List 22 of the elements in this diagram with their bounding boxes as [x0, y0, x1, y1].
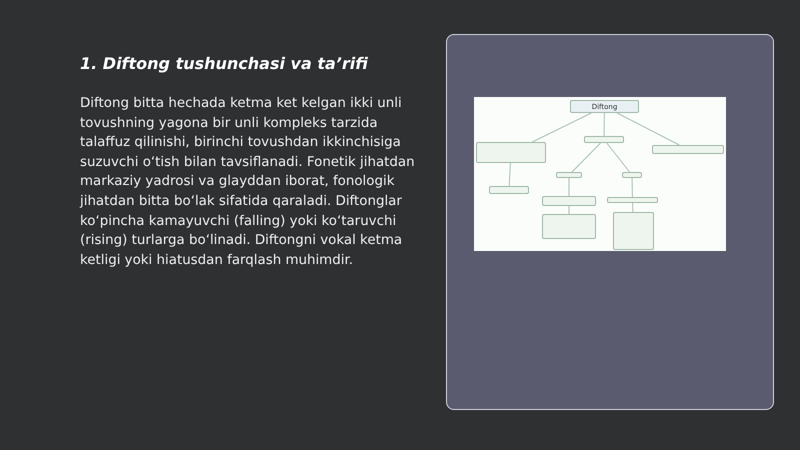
connector-line: [616, 112, 680, 146]
blurred-box: [476, 142, 546, 163]
blurred-box: [652, 145, 724, 154]
body-paragraph: Diftong bitta hechada ketma ket kelgan ikki unli tovushning yagona bir unli kompleks tarzida talaffuz qilinishi, birinchi tovushdan ikkinchisiga suzuvchi o‘tish bilan tavsiflanadi. Fonetik jihatdan markaziy yadrosi va glayddan iborat, fonologik jihatdan bitta bo‘lak sifatida qaraladi. Diftonglar ko‘pincha kamayuvchi (falling) yoki ko‘taruvchi (rising) turlarga bo‘linadi. Diftongni vokal ketma ketligi yoki hiatusdan farqlash muhimdir.: [80, 95, 416, 270]
connector-line: [508, 162, 511, 186]
blurred-box: [607, 197, 658, 203]
connector-line: [606, 142, 630, 172]
connector-line: [632, 202, 634, 212]
connector-line: [571, 142, 602, 172]
slide-title: 1. Diftong tushunchasi va ta’rifi: [80, 54, 368, 73]
blurred-box: [542, 196, 596, 206]
blurred-box: [584, 136, 624, 143]
blurred-box: [556, 172, 582, 178]
connector-line: [632, 178, 633, 198]
blurred-box: [622, 172, 642, 178]
blurred-box: [489, 186, 529, 194]
blurred-box: [613, 212, 654, 250]
connector-line: [568, 178, 570, 196]
connector-line: [604, 112, 605, 136]
connector-line: [532, 112, 592, 142]
blurred-box: [542, 214, 596, 239]
connector-line: [568, 206, 570, 214]
